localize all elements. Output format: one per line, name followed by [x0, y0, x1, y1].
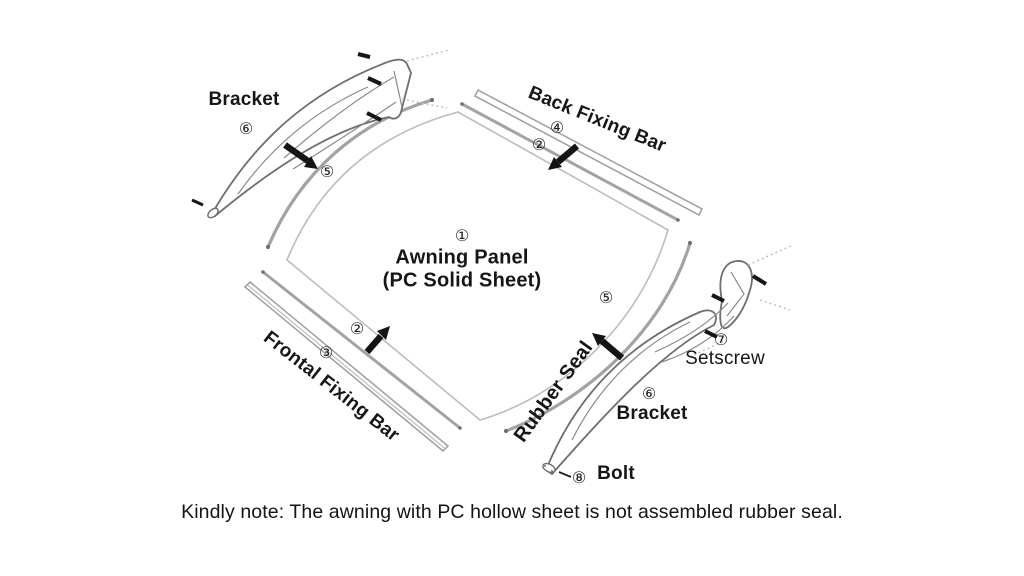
frontal-fixing-bar-shape	[243, 270, 462, 453]
assembly-arrows	[283, 142, 625, 361]
label-setscrew: Setscrew	[685, 348, 765, 369]
arrow-bottom-right-icon	[592, 333, 625, 361]
callout-5-right: ⑤	[598, 290, 614, 307]
rubber-seal-left-shape	[265, 97, 435, 250]
back-fixing-bar-shape	[460, 88, 703, 222]
arrow-top-left-icon	[283, 142, 318, 169]
label-bolt: Bolt	[597, 463, 635, 484]
label-awning-panel: Awning Panel	[395, 246, 529, 269]
callout-2-top: ②	[531, 137, 547, 154]
callout-6-top: ⑥	[238, 121, 254, 138]
label-bracket-bottom: Bracket	[616, 403, 688, 424]
callout-1: ①	[454, 228, 470, 245]
arrow-top-right-icon	[548, 143, 580, 170]
footer-note: Kindly note: The awning with PC hollow s…	[181, 501, 843, 523]
callout-4: ④	[549, 120, 565, 137]
callout-8: ⑧	[571, 470, 587, 487]
awning-panel-shape	[286, 111, 669, 421]
arrow-bottom-left-icon	[364, 326, 390, 355]
callout-6-bottom: ⑥	[641, 386, 657, 403]
callout-5-left: ⑤	[319, 164, 335, 181]
bracket-bottom-right-shape	[542, 244, 794, 478]
label-awning-panel-sub: (PC Solid Sheet)	[382, 269, 542, 292]
callout-2-bottom: ②	[349, 321, 365, 338]
label-bracket-top: Bracket	[208, 89, 280, 110]
callout-7: ⑦	[713, 332, 729, 349]
callout-3: ③	[318, 345, 334, 362]
